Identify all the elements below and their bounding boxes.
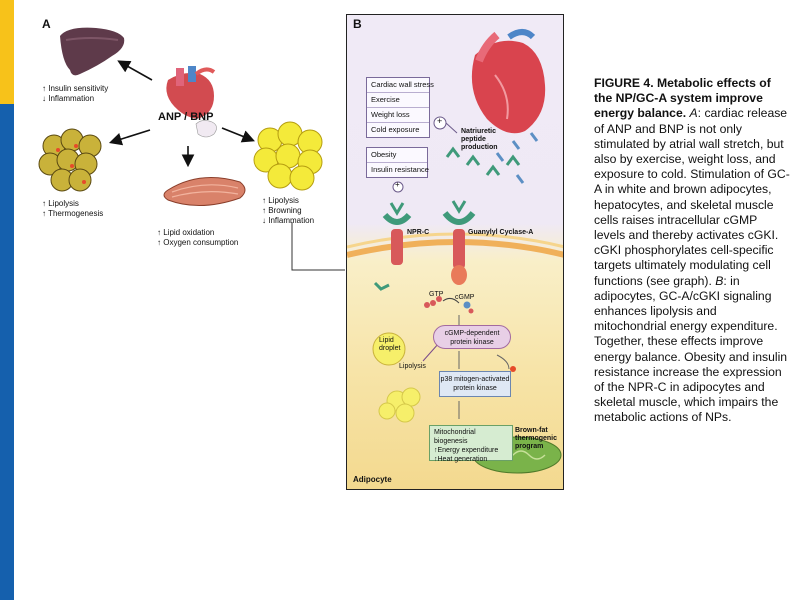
liver-effects: ↑ Insulin sensitivity ↓ Inflammation xyxy=(42,84,109,103)
liver-organ xyxy=(60,27,125,76)
caption-title: FIGURE 4. Metabolic effects of the NP/GC… xyxy=(594,76,771,121)
caption-b-text: : in adipocytes, GC-A/cGKI signaling enh… xyxy=(594,273,788,425)
gc-a-label: Guanylyl Cyclase-A xyxy=(468,229,534,236)
connector-line xyxy=(291,222,345,271)
lipolysis-products xyxy=(378,387,421,423)
panel-b-letter: B xyxy=(353,17,362,31)
panel-b-illustration xyxy=(347,29,563,474)
peptide-molecules xyxy=(445,146,521,176)
natriuretic-label: Natriuretic peptide production xyxy=(461,128,498,151)
muscle-tissue xyxy=(163,177,246,207)
p38-node: p38 mitogen-activated protein kinase xyxy=(439,371,511,397)
npr-c-receptor xyxy=(373,202,412,291)
brown-fat-effects: ↑ Lipolysis ↑ Thermogenesis xyxy=(42,199,104,218)
inhibitors-box: Obesity Insulin resistance xyxy=(366,147,429,178)
caption-a-text: : cardiac release of ANP and BNP is not … xyxy=(594,106,790,288)
arrow-to-liver xyxy=(117,60,153,81)
muscle-effects: ↑ Lipid oxidation ↑ Oxygen consumption xyxy=(157,228,239,247)
arrow-to-brown-fat xyxy=(108,129,151,146)
lipid-droplet xyxy=(372,332,406,366)
caption-a-letter: A xyxy=(689,106,698,121)
adipocyte-label: Adipocyte xyxy=(353,475,392,484)
cgki-node: cGMP-dependent protein kinase xyxy=(433,325,511,349)
heart-organ-b xyxy=(471,29,546,134)
panel-b-frame: B Cardiac wall stress Exercise Weight lo… xyxy=(346,14,564,490)
panel-a-illustration xyxy=(38,27,345,271)
caption-b-letter: B xyxy=(715,273,724,288)
accent-stripe-blue xyxy=(0,104,14,600)
brown-fat-program-label: Brown-fat thermogenic program xyxy=(515,427,558,450)
lipid-droplet-label: Lipid droplet xyxy=(379,337,401,352)
stimuli-box: Cardiac wall stress Exercise Weight loss… xyxy=(366,77,434,138)
cgmp-label: cGMP xyxy=(455,294,475,301)
inhibitors-plus: + xyxy=(395,180,400,189)
brown-fat-tissue xyxy=(38,128,102,192)
arrow-to-white-fat xyxy=(221,127,255,143)
white-fat-tissue xyxy=(253,121,323,191)
hormone-label: ANP / BNP xyxy=(158,111,214,123)
stimuli-plus: + xyxy=(437,116,443,126)
gc-a-receptor xyxy=(442,200,476,285)
heart-organ xyxy=(166,66,216,119)
npr-c-label: NPR-C xyxy=(407,229,430,236)
mitochondrial-box: Mitochondrial biogenesis ↑Energy expendi… xyxy=(429,425,513,463)
figure-caption: FIGURE 4. Metabolic effects of the NP/GC… xyxy=(594,76,790,426)
gtp-label: GTP xyxy=(429,291,444,298)
white-fat-effects: ↑ Lipolysis ↑ Browning ↓ Inflammation xyxy=(262,196,315,225)
lipolysis-label: Lipolysis xyxy=(399,363,426,370)
accent-stripe-yellow xyxy=(0,0,14,104)
panel-a-letter: A xyxy=(42,17,51,31)
